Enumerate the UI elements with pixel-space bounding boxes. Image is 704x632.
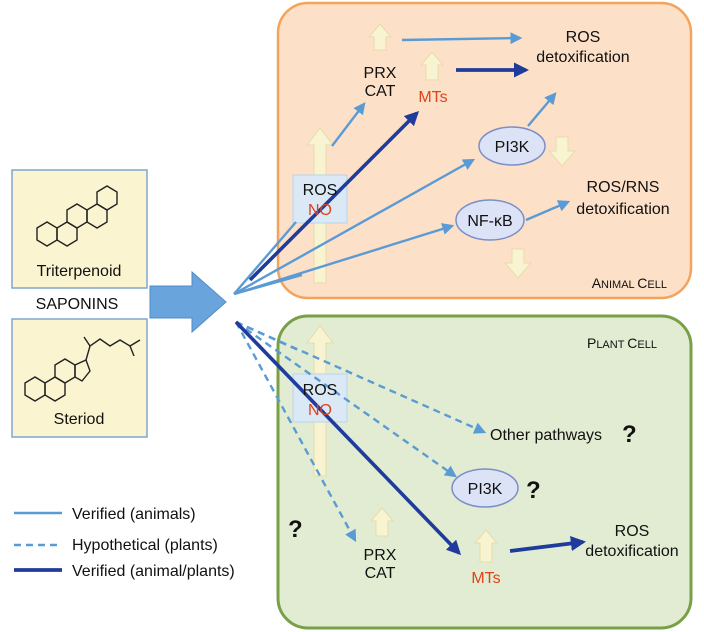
arrow-prx-to-ros-detox: [401, 32, 523, 45]
animal-ros-detox-line1: ROS: [566, 29, 601, 46]
dark-origin-to-mts-plant: [234, 320, 462, 556]
plant-arrows: [234, 320, 587, 556]
arrow-origin-to-pi3k: [233, 158, 476, 296]
dashed-origin-to-pi3k: [235, 321, 457, 478]
animal-pi3k-label: PI3K: [495, 139, 530, 156]
legend-item-hypothetical-plants: Hypothetical (plants): [72, 537, 218, 554]
mts-up-arrow-plant: [473, 529, 499, 563]
arrow-origin-to-ros-animal: [233, 221, 297, 295]
animal-prx-label: PRX: [364, 65, 397, 82]
animal-ros-detox-line2: detoxification: [536, 49, 629, 66]
plant-prx-label: PRX: [364, 547, 397, 564]
arrow-ros-to-prx: [331, 102, 366, 147]
plant-cell-title: PLANT CELL: [587, 335, 657, 351]
plant-prx-question-mark: ?: [288, 516, 303, 543]
steroid-label: Steriod: [54, 411, 105, 428]
arrow-origin-to-right: [233, 273, 303, 296]
saponins-label: SAPONINS: [36, 296, 119, 313]
animal-mts-label: MTs: [418, 89, 447, 106]
plant-other-question-mark: ?: [622, 421, 637, 448]
plant-no-label: NO: [308, 402, 332, 419]
mts-up-arrow-animal: [419, 51, 445, 81]
nfkb-down-arrow-animal: [503, 248, 533, 279]
animal-no-label: NO: [308, 202, 332, 219]
animal-arrows: [233, 32, 571, 296]
legend-item-verified-animal-plants: Verified (animal/plants): [72, 563, 235, 580]
saponin-block-arrow: [149, 270, 227, 334]
plant-pi3k-question-mark: ?: [526, 477, 541, 504]
triterpenoid-structure-icon: [36, 185, 118, 247]
plant-ros-label: ROS: [303, 382, 338, 399]
nfkb-ellipse-animal: [455, 199, 525, 241]
legend: Verified (animals) Hypothetical (plants)…: [14, 506, 235, 580]
plant-ros-bar: [292, 325, 348, 477]
dashed-origin-to-prx-plant: [234, 321, 357, 543]
plant-mts-label: MTs: [471, 570, 500, 587]
pi3k-down-arrow-animal: [547, 136, 577, 167]
pi3k-ellipse-plant: [451, 468, 519, 508]
pi3k-ellipse-animal: [478, 126, 546, 166]
prx-up-arrow-animal: [367, 23, 393, 51]
plant-ros-detox-line1: ROS: [615, 523, 650, 540]
legend-item-verified-animals: Verified (animals): [72, 506, 196, 523]
triterpenoid-box: [11, 169, 148, 289]
plant-other-pathways-label: Other pathways: [490, 427, 602, 444]
animal-cell-title: ANIMAL CELL: [592, 275, 667, 291]
dark-mts-to-ros-detox-plant: [509, 535, 587, 553]
arrow-nfkb-to-rosrns: [525, 200, 571, 222]
animal-rosrns-line2: detoxification: [576, 201, 669, 218]
steroid-structure-icon: [24, 336, 141, 402]
dashed-origin-to-other-pathways: [235, 320, 487, 434]
plant-cat-label: CAT: [365, 565, 396, 582]
animal-ros-bar: [292, 127, 348, 284]
animal-cat-label: CAT: [365, 83, 396, 100]
plant-pi3k-label: PI3K: [468, 481, 503, 498]
prx-up-arrow-plant: [369, 507, 395, 537]
animal-rosrns-line1: ROS/RNS: [587, 179, 660, 196]
arrow-pi3k-to-ros-detox: [527, 92, 557, 127]
animal-nfkb-label: NF-κB: [467, 213, 512, 230]
triterpenoid-label: Triterpenoid: [37, 263, 122, 280]
plant-ros-detox-line2: detoxification: [585, 543, 678, 560]
arrow-ros-to-mts-dark: [248, 110, 420, 282]
animal-ros-label: ROS: [303, 182, 338, 199]
